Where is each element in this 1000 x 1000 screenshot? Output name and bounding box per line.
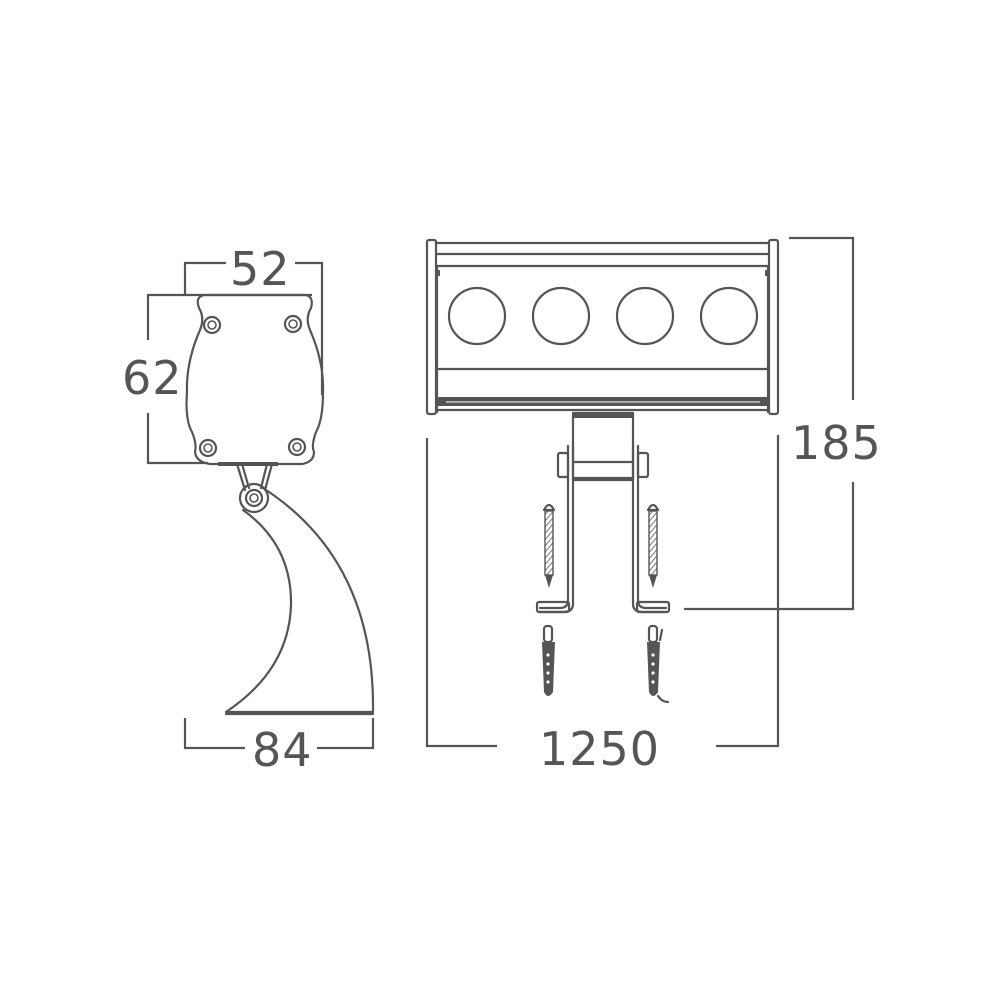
led-1 (447, 286, 507, 346)
dimension-line-84 (183, 718, 375, 750)
dimension-line-1250 (425, 435, 780, 748)
mounting-screw-left (542, 503, 556, 588)
housing-screws (198, 314, 307, 458)
wall-plug-right (647, 624, 670, 704)
hinge-lug (235, 462, 274, 514)
front-view (425, 236, 855, 748)
wall-plug-left (542, 624, 555, 696)
end-cap-left (425, 238, 438, 416)
led-array (447, 286, 759, 346)
dimension-label-52: 52 (226, 246, 295, 292)
dimension-line-52 (183, 261, 324, 395)
side-view (146, 261, 375, 750)
curved-bracket (224, 486, 375, 714)
housing-body (185, 293, 325, 466)
led-4 (699, 286, 759, 346)
dimension-label-84: 84 (248, 727, 317, 773)
u-bracket (535, 444, 671, 614)
dimension-label-185: 185 (787, 420, 886, 466)
housing-bottom-plate (218, 462, 278, 466)
end-cap-right (767, 238, 780, 416)
led-3 (615, 286, 675, 346)
mounting-screw-right (646, 503, 660, 588)
dimension-line-185 (684, 236, 855, 611)
mounting-post (571, 411, 635, 482)
led-2 (531, 286, 591, 346)
dimension-label-1250: 1250 (535, 726, 665, 772)
light-bar-body (434, 241, 771, 414)
dimension-label-62: 62 (122, 351, 183, 405)
